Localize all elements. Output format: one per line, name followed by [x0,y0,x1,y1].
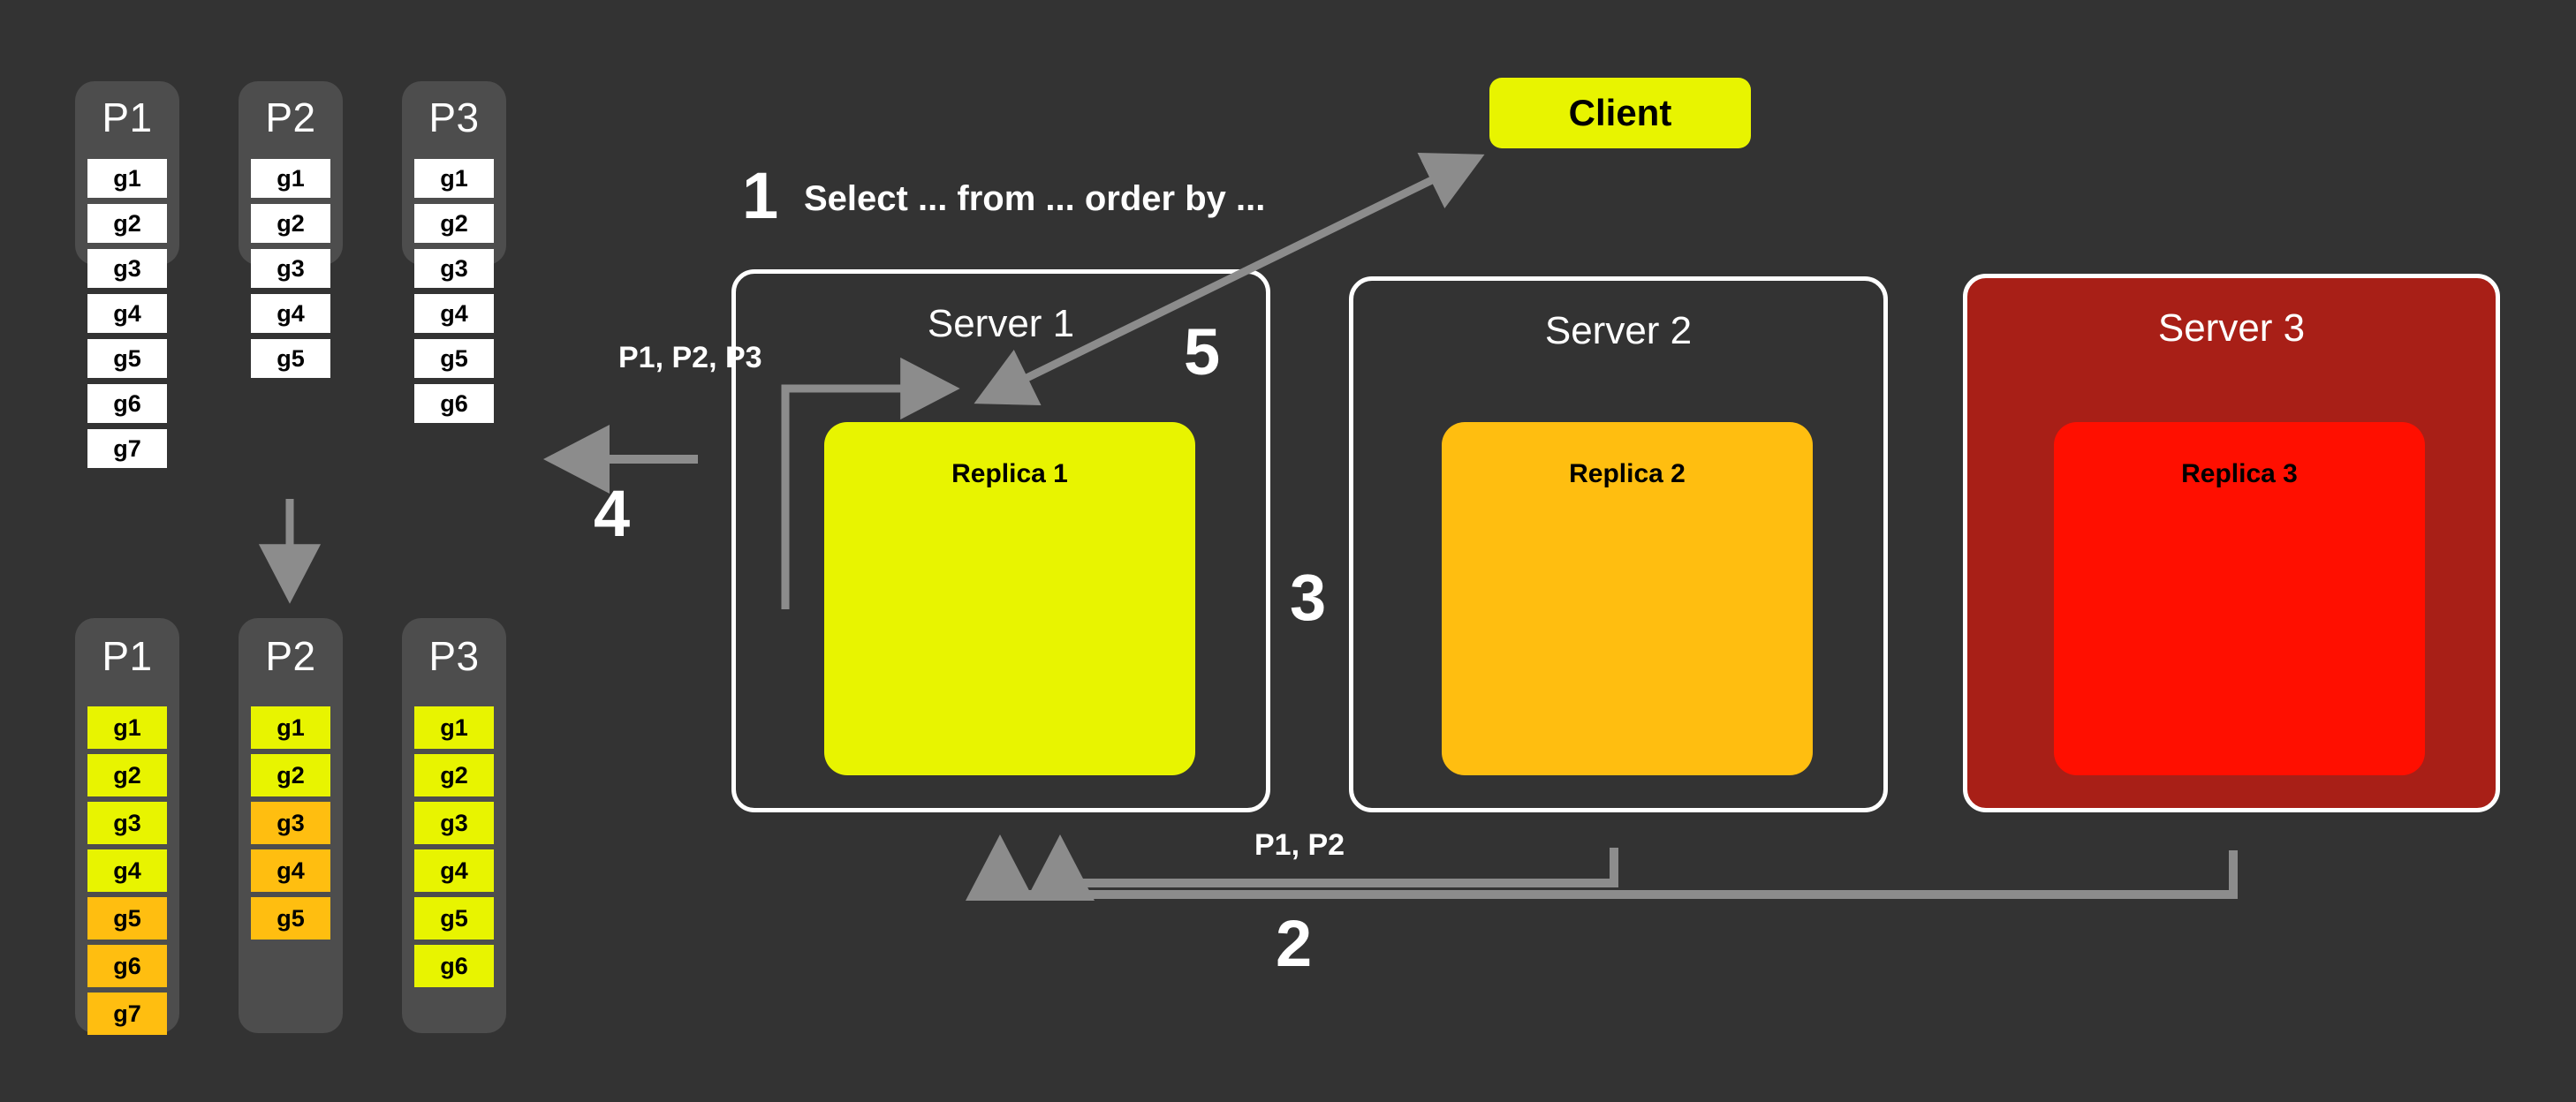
replica-1-node[interactable]: Replica 1 [824,422,1195,775]
partition-cell: g2 [87,754,167,796]
partition-cell: g4 [87,849,167,892]
partition-cell: g5 [251,339,330,378]
partition-cell: g2 [414,204,494,243]
server-3-box[interactable]: Server 3 Replica 3 [1963,274,2500,812]
server-title: Server 2 [1544,309,1693,352]
partition-cell: g1 [87,159,167,198]
partition-cell: g5 [87,339,167,378]
partition-cell: g5 [414,897,494,940]
query-label: Select ... from ... order by ... [804,179,1266,218]
partition-title: P1 [102,633,153,679]
server-title: Server 3 [2157,306,2306,350]
partition-cell: g1 [414,159,494,198]
partitions-fetched-label: P1, P2 [1254,828,1345,862]
partition-cell: g7 [87,429,167,468]
partition-cell: g1 [87,706,167,749]
replica-3-node[interactable]: Replica 3 [2054,422,2425,775]
partition-cell: g3 [251,249,330,288]
replica-label: Replica 3 [2181,459,2298,488]
partition-cell: g4 [414,849,494,892]
step-number-4: 4 [594,477,631,550]
partition-cell: g7 [87,993,167,1035]
client-label: Client [1568,92,1672,133]
server-2-box[interactable]: Server 2 Replica 2 [1349,276,1888,812]
partition-cell: g2 [87,204,167,243]
partition-cell: g6 [87,945,167,987]
partition-cell: g3 [87,249,167,288]
partition-cell: g2 [251,204,330,243]
partition-cell: g1 [414,706,494,749]
partition-cells-bottom-p2: g1 g2 g3 g4 g5 [251,706,330,945]
partition-cell: g2 [414,754,494,796]
replica-label: Replica 2 [1569,459,1686,488]
partition-cells-top-p3: g1 g2 g3 g4 g5 g6 [414,159,494,429]
step-number-3: 3 [1290,561,1327,634]
partition-cells-top-p1: g1 g2 g3 g4 g5 g6 g7 [87,159,167,474]
partition-cell: g4 [414,294,494,333]
partition-cell: g3 [414,802,494,844]
partition-title: P2 [265,94,316,140]
partition-cell: g3 [414,249,494,288]
partition-cell: g1 [251,706,330,749]
partition-cell: g4 [251,849,330,892]
partition-cell: g4 [87,294,167,333]
step-number-1: 1 [742,159,779,232]
replica-label: Replica 1 [951,459,1068,488]
partition-cell: g5 [414,339,494,378]
partition-cells-bottom-p3: g1 g2 g3 g4 g5 g6 [414,706,494,993]
partitions-all-label: P1, P2, P3 [618,341,762,374]
partition-cell: g6 [414,945,494,987]
partition-title: P2 [265,633,316,679]
partition-cell: g1 [251,159,330,198]
arrow-step-2-server3-to-server1 [966,834,2238,901]
partition-cells-bottom-p1: g1 g2 g3 g4 g5 g6 g7 [87,706,167,1040]
replica-2-node[interactable]: Replica 2 [1442,422,1813,775]
partition-cell: g3 [87,802,167,844]
partition-title: P3 [428,94,480,140]
partition-cell: g5 [87,897,167,940]
partition-cell: g2 [251,754,330,796]
partition-cell: g5 [251,897,330,940]
partition-title: P3 [428,633,480,679]
partition-cell: g3 [251,802,330,844]
partition-cell: g6 [414,384,494,423]
partition-cells-top-p2: g1 g2 g3 g4 g5 [251,159,330,384]
partition-title: P1 [102,94,153,140]
step-number-2: 2 [1276,907,1313,980]
partition-cell: g4 [251,294,330,333]
step-number-5: 5 [1184,315,1221,389]
client-node[interactable]: Client [1489,78,1751,148]
partition-cell: g6 [87,384,167,423]
